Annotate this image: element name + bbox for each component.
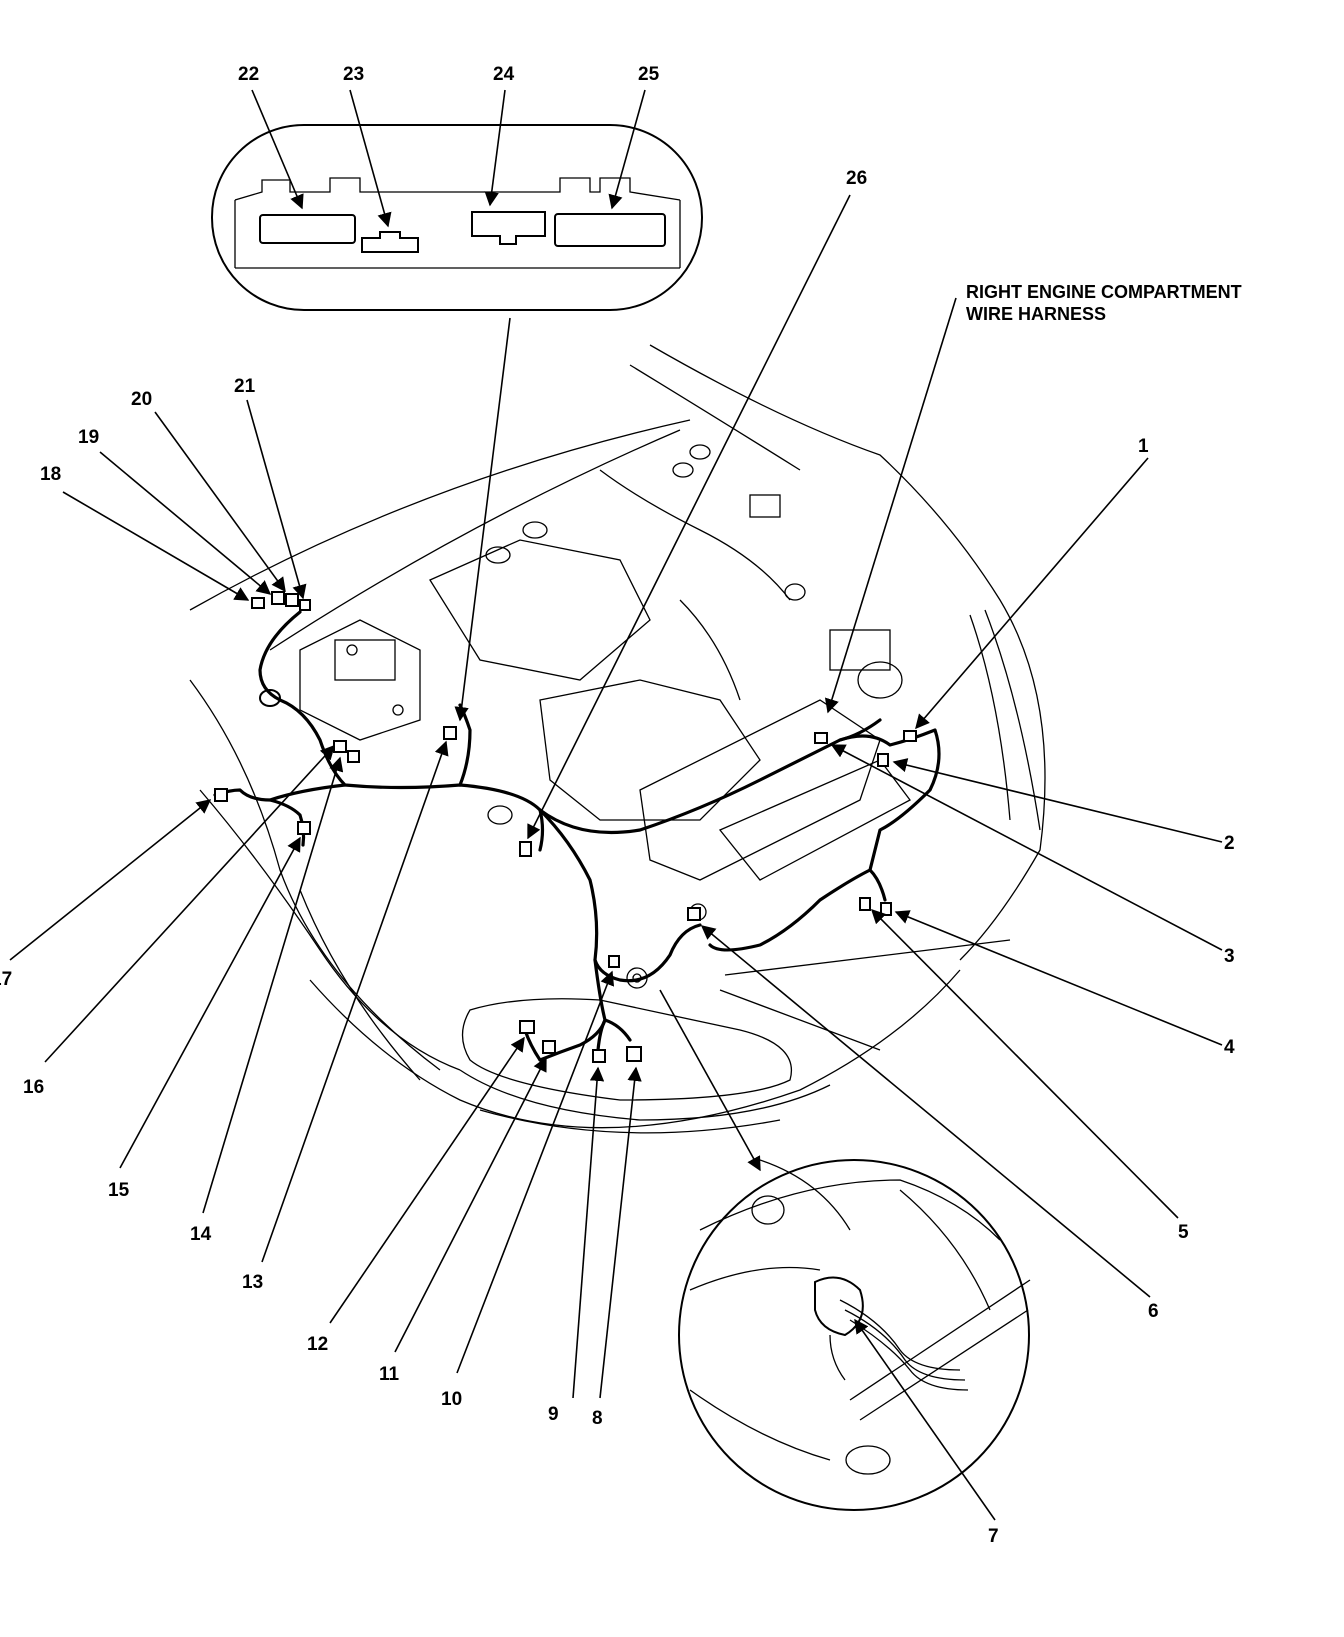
connector-5	[859, 897, 871, 911]
callout-5: 5	[1178, 1222, 1189, 1243]
callout-15: 15	[108, 1180, 130, 1201]
callout-21: 21	[234, 376, 256, 397]
callout-26: 26	[846, 168, 867, 189]
connector-12	[519, 1020, 535, 1034]
connector-9-a	[608, 955, 620, 968]
harness-connectors	[214, 591, 917, 1063]
callout-8: 8	[592, 1408, 603, 1429]
connector-15	[297, 821, 311, 835]
callout-2: 2	[1224, 833, 1235, 854]
connector-17	[214, 788, 228, 802]
connector-23-shape	[361, 231, 419, 253]
harness-caption: RIGHT ENGINE COMPARTMENT WIRE HARNESS	[966, 282, 1242, 324]
connector-11	[542, 1040, 556, 1054]
ground-detail-inset	[678, 1159, 1031, 1511]
callout-20: 20	[131, 389, 152, 410]
callout-12: 12	[307, 1334, 328, 1355]
connector-18	[251, 597, 265, 609]
connector-19	[271, 591, 285, 605]
harness-wire	[213, 610, 941, 1062]
connector-1	[903, 730, 917, 742]
fuse-box-inset	[211, 124, 703, 311]
connector-24-shape	[471, 211, 546, 245]
callout-10: 10	[441, 1389, 462, 1410]
callout-24: 24	[493, 64, 515, 85]
connector-9	[592, 1049, 606, 1063]
connector-22-shape	[259, 214, 356, 244]
callout-18: 18	[40, 464, 61, 485]
caption-line-2: WIRE HARNESS	[966, 304, 1106, 324]
callout-23: 23	[343, 64, 364, 85]
connector-3	[814, 732, 828, 744]
callout-6: 6	[1148, 1301, 1159, 1322]
connector-21	[299, 599, 311, 611]
callout-14: 14	[190, 1224, 212, 1245]
connector-20	[285, 593, 299, 607]
vehicle-body-drawing	[189, 344, 1046, 1134]
caption-line-1: RIGHT ENGINE COMPARTMENT	[966, 282, 1242, 302]
callout-22: 22	[238, 64, 259, 85]
connector-fuse-box	[443, 726, 457, 740]
connector-2	[877, 753, 889, 767]
connector-25-shape	[554, 213, 666, 247]
callout-4: 4	[1224, 1037, 1235, 1058]
callout-1: 1	[1138, 436, 1149, 457]
callout-16: 16	[23, 1077, 44, 1098]
connector-14	[333, 740, 347, 753]
connector-8	[626, 1046, 642, 1062]
callout-9: 9	[548, 1404, 559, 1425]
callout-17: 17	[0, 969, 12, 990]
callout-7: 7	[988, 1526, 999, 1547]
connector-6	[687, 907, 701, 921]
callout-11: 11	[379, 1364, 400, 1385]
connector-13	[347, 750, 360, 763]
callout-leaders	[9, 89, 1223, 1521]
connector-4	[880, 902, 892, 916]
callout-19: 19	[78, 427, 99, 448]
callout-13: 13	[242, 1272, 263, 1293]
connector-26	[519, 841, 532, 857]
callout-25: 25	[638, 64, 660, 85]
callout-3: 3	[1224, 946, 1235, 967]
callout-numbers: 22 23 24 25 26 1 2 3 4 5 6 7 8 9 10 11 1…	[0, 64, 1235, 1547]
